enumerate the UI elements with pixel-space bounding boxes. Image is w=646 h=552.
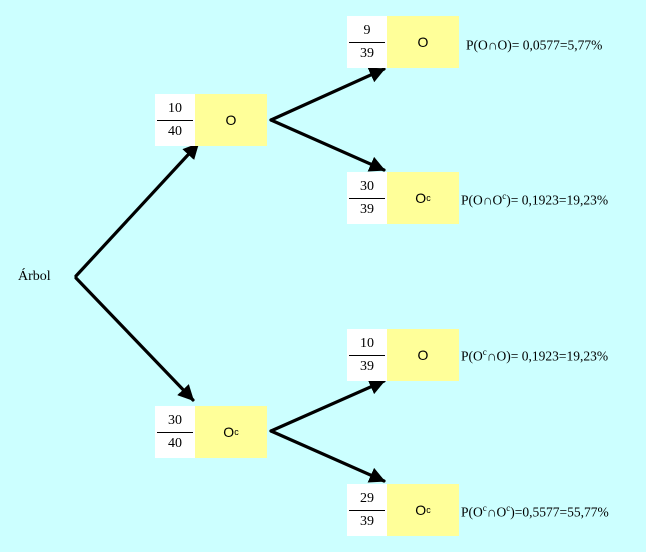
event-label: O [195, 94, 267, 146]
numerator: 10 [360, 336, 374, 351]
fraction: 10 40 [155, 94, 195, 146]
probability-oc-and-o: P(Oc∩O)= 0,1923=19,23% [461, 347, 609, 364]
denominator: 39 [360, 202, 374, 217]
fraction-bar [157, 120, 193, 121]
probability-o-and-oc: P(O∩Oc)= 0,1923=19,23% [461, 191, 609, 208]
numerator: 9 [363, 23, 371, 38]
denominator: 39 [360, 359, 374, 374]
edge-root-to-oc [74, 276, 195, 402]
fraction: 29 39 [347, 484, 387, 536]
numerator: 30 [360, 179, 374, 194]
fraction-bar [349, 198, 385, 199]
fraction-bar [157, 432, 193, 433]
fraction: 30 39 [347, 172, 387, 224]
event-label: O [387, 329, 459, 381]
root-label: Árbol [18, 269, 51, 284]
fraction-bar [349, 510, 385, 511]
denominator: 39 [360, 514, 374, 529]
numerator: 10 [168, 101, 182, 116]
denominator: 40 [168, 436, 182, 451]
edge-oc-to-o [269, 379, 386, 433]
event-label: O [387, 16, 459, 68]
numerator: 29 [360, 491, 374, 506]
fraction: 30 40 [155, 406, 195, 458]
fraction: 10 39 [347, 329, 387, 381]
denominator: 39 [360, 46, 374, 61]
fraction-bar [349, 42, 385, 43]
denominator: 40 [168, 124, 182, 139]
fraction: 9 39 [347, 16, 387, 68]
node-oc-o: 10 39 O [347, 329, 459, 381]
node-o-o: 9 39 O [347, 16, 459, 68]
edge-root-to-o [74, 142, 200, 278]
edge-o-to-oc [269, 118, 386, 172]
fraction-bar [349, 355, 385, 356]
node-o: 10 40 O [155, 94, 267, 146]
edge-oc-to-oc [269, 429, 386, 483]
probability-o-and-o: P(O∩O)= 0,0577=5,77% [466, 37, 603, 53]
edge-o-to-o [269, 67, 386, 122]
numerator: 30 [168, 413, 182, 428]
probability-oc-and-oc: P(Oc∩Oc)=0,5577=55,77% [461, 503, 609, 520]
